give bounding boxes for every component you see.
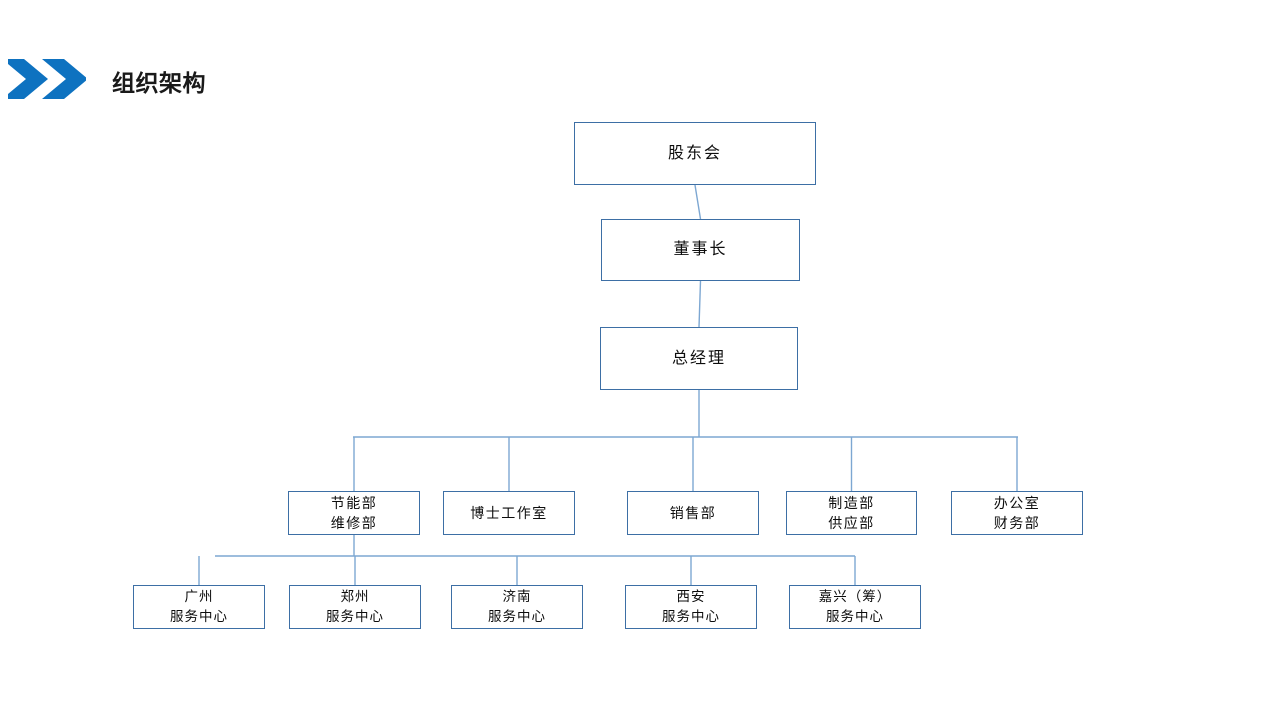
connector-vertical (698, 280, 702, 328)
org-node: 总经理 (600, 327, 798, 390)
page-header: 组织架构 (0, 0, 1280, 120)
org-node: 郑州服务中心 (289, 585, 421, 629)
org-node-label: 办公室 (993, 494, 1041, 511)
org-node: 博士工作室 (443, 491, 575, 535)
org-node-label: 节能部 (330, 494, 378, 511)
org-node-label: 博士工作室 (470, 504, 548, 521)
org-node-label: 嘉兴（筹） (818, 589, 892, 605)
org-node: 嘉兴（筹） 服务中心 (789, 585, 921, 629)
org-node-label: 股东会 (667, 144, 722, 162)
double-chevron-right-icon (2, 57, 88, 101)
org-node-label: 西安 (676, 589, 706, 605)
org-node: 董事长 (601, 219, 800, 281)
org-node: 济南服务中心 (451, 585, 583, 629)
org-node-label: 总经理 (671, 349, 726, 367)
org-node: 办公室财务部 (951, 491, 1083, 535)
org-node-label: 制造部 (828, 494, 875, 511)
org-node: 股东会 (574, 122, 816, 185)
org-node: 节能部维修部 (288, 491, 420, 535)
org-node-label: 郑州 (340, 589, 370, 605)
org-node-label: 服务中心 (488, 609, 546, 624)
org-node: 西安服务中心 (625, 585, 757, 629)
org-node-label: 服务中心 (326, 609, 384, 624)
org-node-label: 董事长 (673, 241, 728, 259)
page-title: 组织架构 (112, 70, 206, 96)
org-node: 销售部 (627, 491, 759, 535)
org-node-label: 服务中心 (826, 609, 884, 624)
org-node-label: 销售部 (669, 504, 717, 521)
org-node-label: 广州 (184, 589, 214, 605)
org-node-label: 财务部 (993, 515, 1041, 531)
connector-vertical (694, 184, 702, 220)
org-node-label: 维修部 (330, 515, 378, 531)
org-node-label: 服务中心 (170, 609, 228, 624)
org-node-label: 济南 (502, 589, 532, 605)
org-node-label: 服务中心 (662, 609, 720, 624)
org-node: 制造部供应部 (786, 491, 917, 535)
org-node-label: 供应部 (828, 515, 875, 531)
org-node: 广州服务中心 (133, 585, 265, 629)
